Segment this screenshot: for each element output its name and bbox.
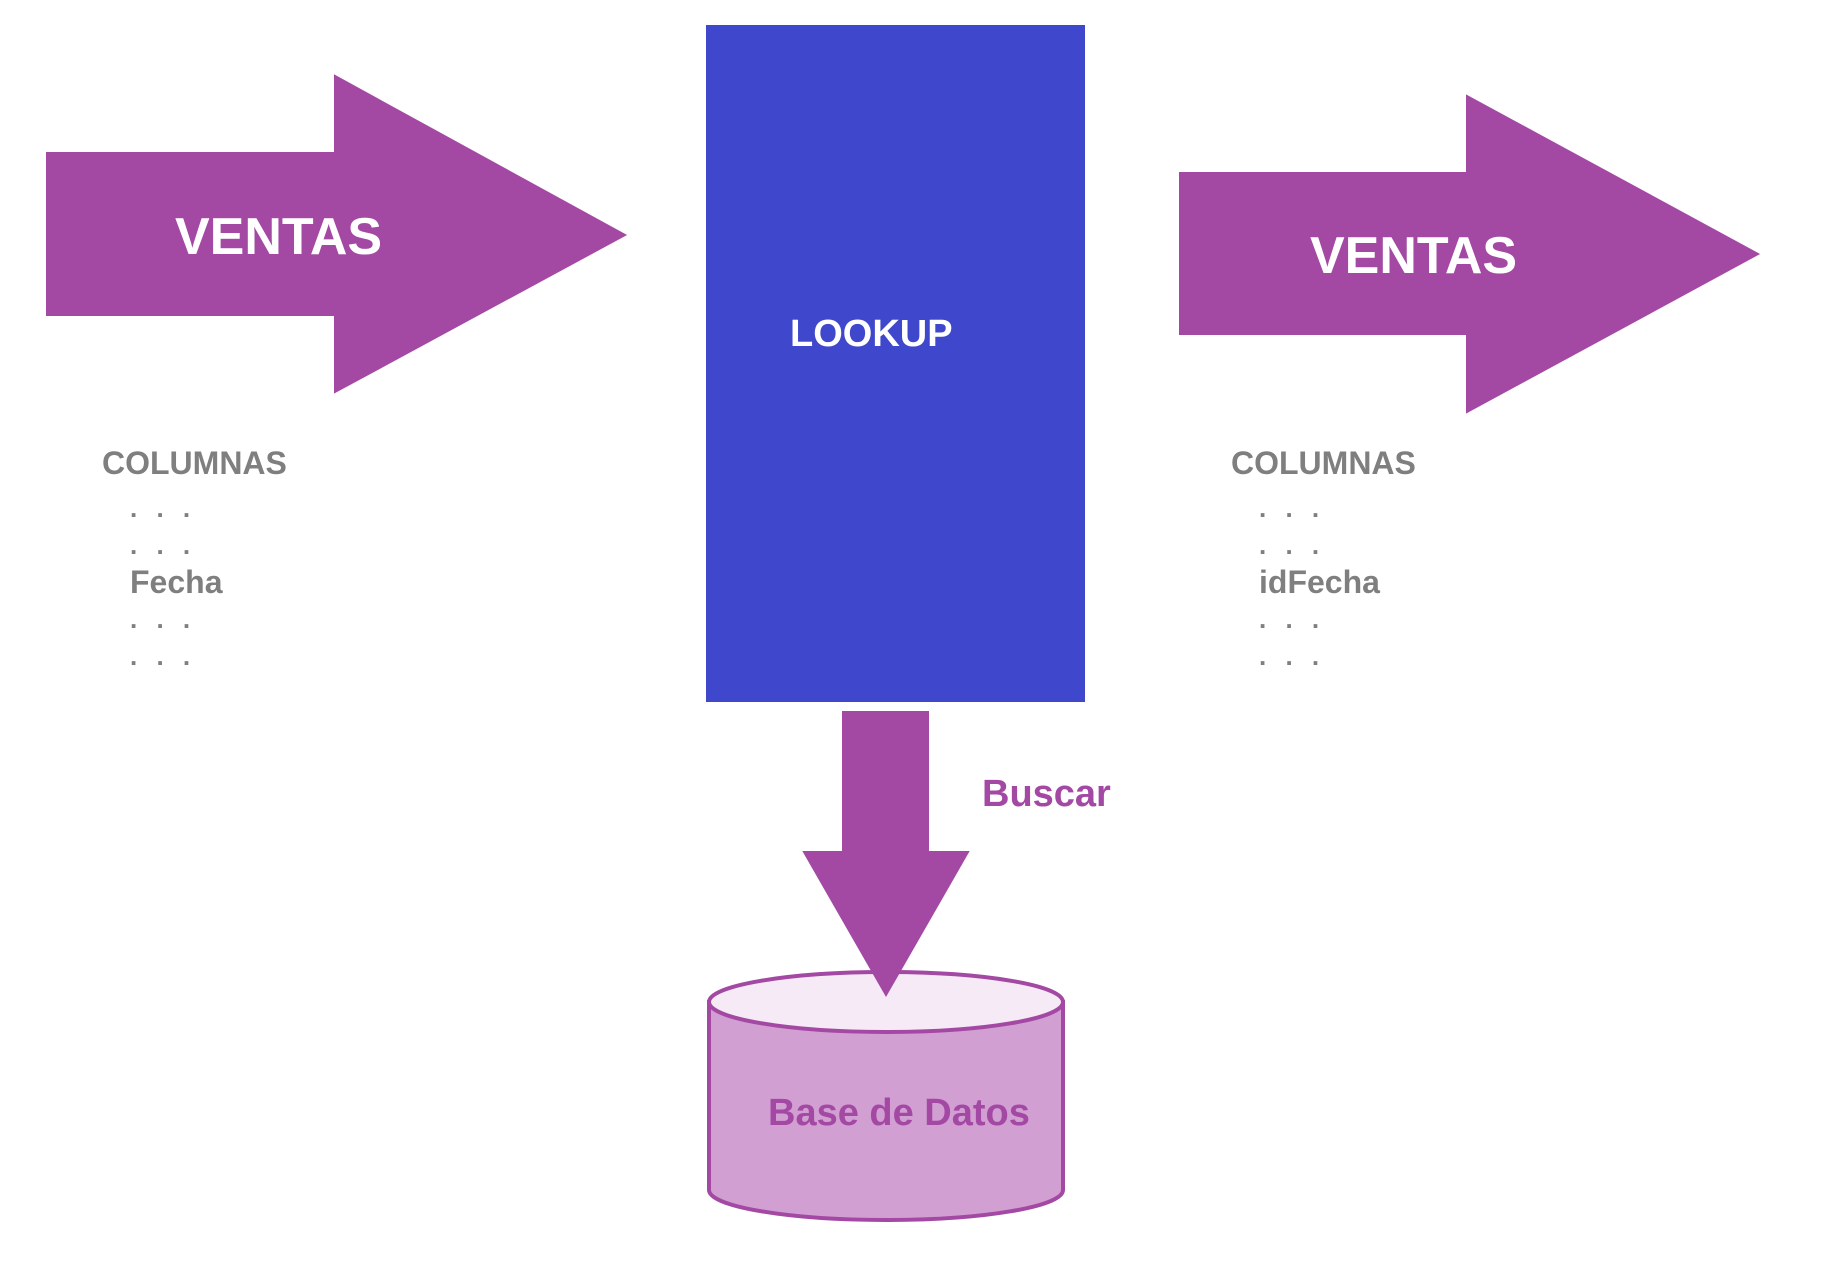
output-columns-list: COLUMNAS . . . . . . idFecha . . . . . . <box>1231 445 1416 675</box>
output-column-item: . . . <box>1259 604 1326 634</box>
input-arrow-shape <box>46 74 628 394</box>
output-arrow-label: VENTAS <box>1310 227 1518 285</box>
input-column-item: . . . <box>130 641 197 671</box>
output-columns-header: COLUMNAS <box>1231 445 1416 481</box>
lookup-box-label: LOOKUP <box>790 313 953 355</box>
output-column-item: . . . <box>1259 493 1326 523</box>
database-body-shape <box>707 1000 1065 1222</box>
lookup-box-shape <box>706 25 1085 702</box>
input-columns-list: COLUMNAS . . . . . . Fecha . . . . . . <box>102 445 287 675</box>
search-arrow-shape <box>802 711 970 998</box>
output-column-item: . . . <box>1259 530 1326 560</box>
search-arrow-label: Buscar <box>982 773 1111 815</box>
output-arrow-shape <box>1179 94 1761 414</box>
input-columns-header: COLUMNAS <box>102 445 287 481</box>
input-column-item: . . . <box>130 604 197 634</box>
input-column-item: . . . <box>130 530 197 560</box>
input-column-item-fecha: Fecha <box>130 564 223 600</box>
output-columns-items: . . . . . . idFecha . . . . . . <box>1231 490 1416 675</box>
database-label: Base de Datos <box>768 1092 1030 1134</box>
output-column-item: . . . <box>1259 641 1326 671</box>
output-column-item-idfecha: idFecha <box>1259 564 1380 600</box>
input-arrow-label: VENTAS <box>175 208 383 266</box>
input-columns-items: . . . . . . Fecha . . . . . . <box>102 490 287 675</box>
input-column-item: . . . <box>130 493 197 523</box>
